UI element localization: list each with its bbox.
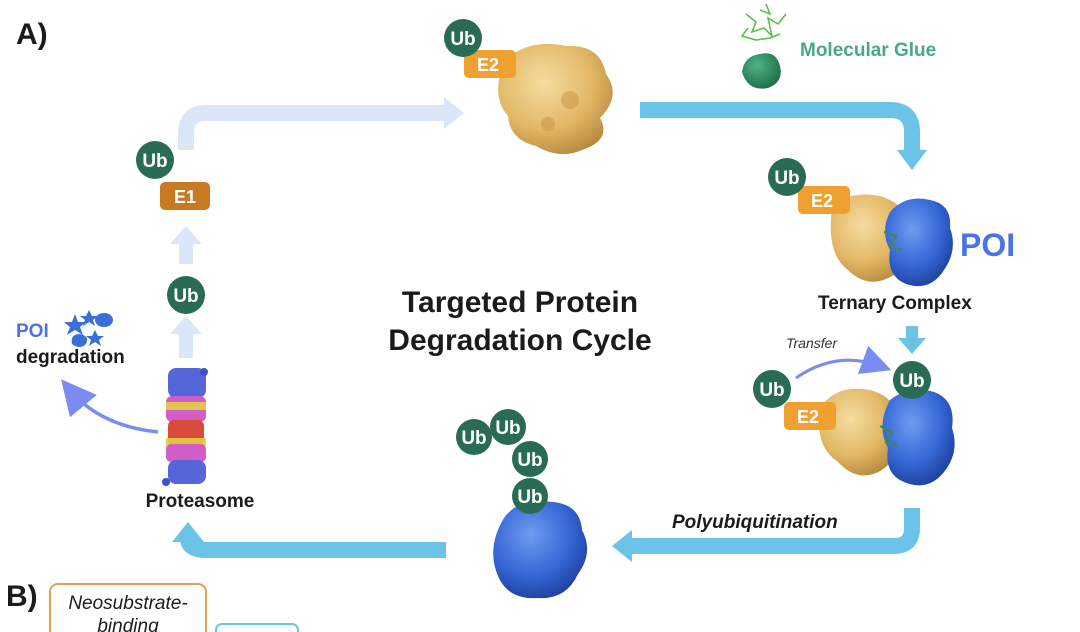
ub-label: Ub — [517, 487, 542, 508]
poi-label: POI — [960, 227, 1015, 263]
e2-box — [464, 50, 516, 78]
ub-label: Ub — [495, 418, 520, 439]
polyubiquitinated-poi: Ub Ub Ub Ub — [456, 409, 588, 599]
ub-circle — [167, 276, 205, 314]
panel-b-box-line1: Neosubstrate- — [68, 593, 187, 614]
poi-degradation-label: degradation — [16, 347, 125, 368]
molecular-glue-surface — [742, 53, 781, 89]
ub-label: Ub — [899, 371, 924, 392]
proteasome-label: Proteasome — [146, 491, 255, 512]
poi-fragments-icon — [64, 310, 113, 347]
ub-circle — [768, 158, 806, 196]
ub-circle — [490, 409, 526, 445]
ub-label: Ub — [759, 380, 784, 401]
e1-box — [160, 182, 210, 210]
arrow-ub-to-e1 — [170, 226, 202, 264]
e2-label: E2 — [811, 191, 833, 211]
ub-circle — [444, 19, 482, 57]
ternary-complex: E2 Ub — [768, 158, 953, 287]
ub-label: Ub — [142, 151, 167, 172]
ub-label: Ub — [173, 286, 198, 307]
ub-circle — [893, 361, 931, 399]
panel-b-neosubstrate-box: Neosubstrate- binding — [49, 583, 207, 632]
arrow-polyubiquitination — [612, 508, 920, 562]
arrow-to-e2 — [178, 97, 464, 150]
polyubiquitination-label: Polyubiquitination — [672, 512, 838, 533]
panel-a-label: A) — [16, 18, 48, 51]
e1-label: E1 — [174, 187, 196, 207]
ub-label: Ub — [450, 29, 475, 50]
transfer-arrow — [795, 345, 892, 380]
transfer-complex: E2 Ub Ub — [753, 361, 955, 486]
cycle-title-line2: Degradation Cycle — [388, 324, 651, 357]
free-ub-group: Ub — [167, 276, 205, 314]
ub-circle — [456, 419, 492, 455]
transfer-label: Transfer — [786, 335, 838, 351]
arrow-to-ternary — [640, 102, 927, 170]
e2-box — [784, 402, 836, 430]
ub-circle — [512, 478, 548, 514]
e2-label: E2 — [477, 55, 499, 75]
ub-e2-top: E2 Ub — [444, 19, 516, 78]
degradation-arrow — [61, 379, 159, 434]
ub-circle — [512, 441, 548, 477]
molecular-glue-label: Molecular Glue — [800, 40, 936, 61]
proteasome-structure — [162, 368, 208, 486]
arrow-proteasome-up — [170, 316, 202, 358]
cycle-title-line1: Targeted Protein — [402, 286, 638, 319]
e2-box — [798, 186, 850, 214]
e3-ligase-surface-top — [498, 43, 613, 155]
e2-label: E2 — [797, 407, 819, 427]
ub-circle — [136, 141, 174, 179]
panel-b-box-line2: binding — [97, 616, 159, 632]
ub-e1-group: Ub E1 — [136, 141, 210, 210]
ub-circle — [753, 370, 791, 408]
poi-degradation-poi-label: POI — [16, 321, 49, 342]
ub-label: Ub — [774, 168, 799, 189]
ub-label: Ub — [461, 428, 486, 449]
panel-b-second-box — [215, 623, 299, 632]
arrow-to-transfer — [898, 326, 926, 354]
molecular-glue-stick-model — [740, 3, 787, 41]
panel-b-label: B) — [6, 580, 38, 613]
arrow-to-proteasome — [172, 522, 446, 558]
ternary-complex-label: Ternary Complex — [818, 293, 972, 314]
ub-label: Ub — [517, 450, 542, 471]
